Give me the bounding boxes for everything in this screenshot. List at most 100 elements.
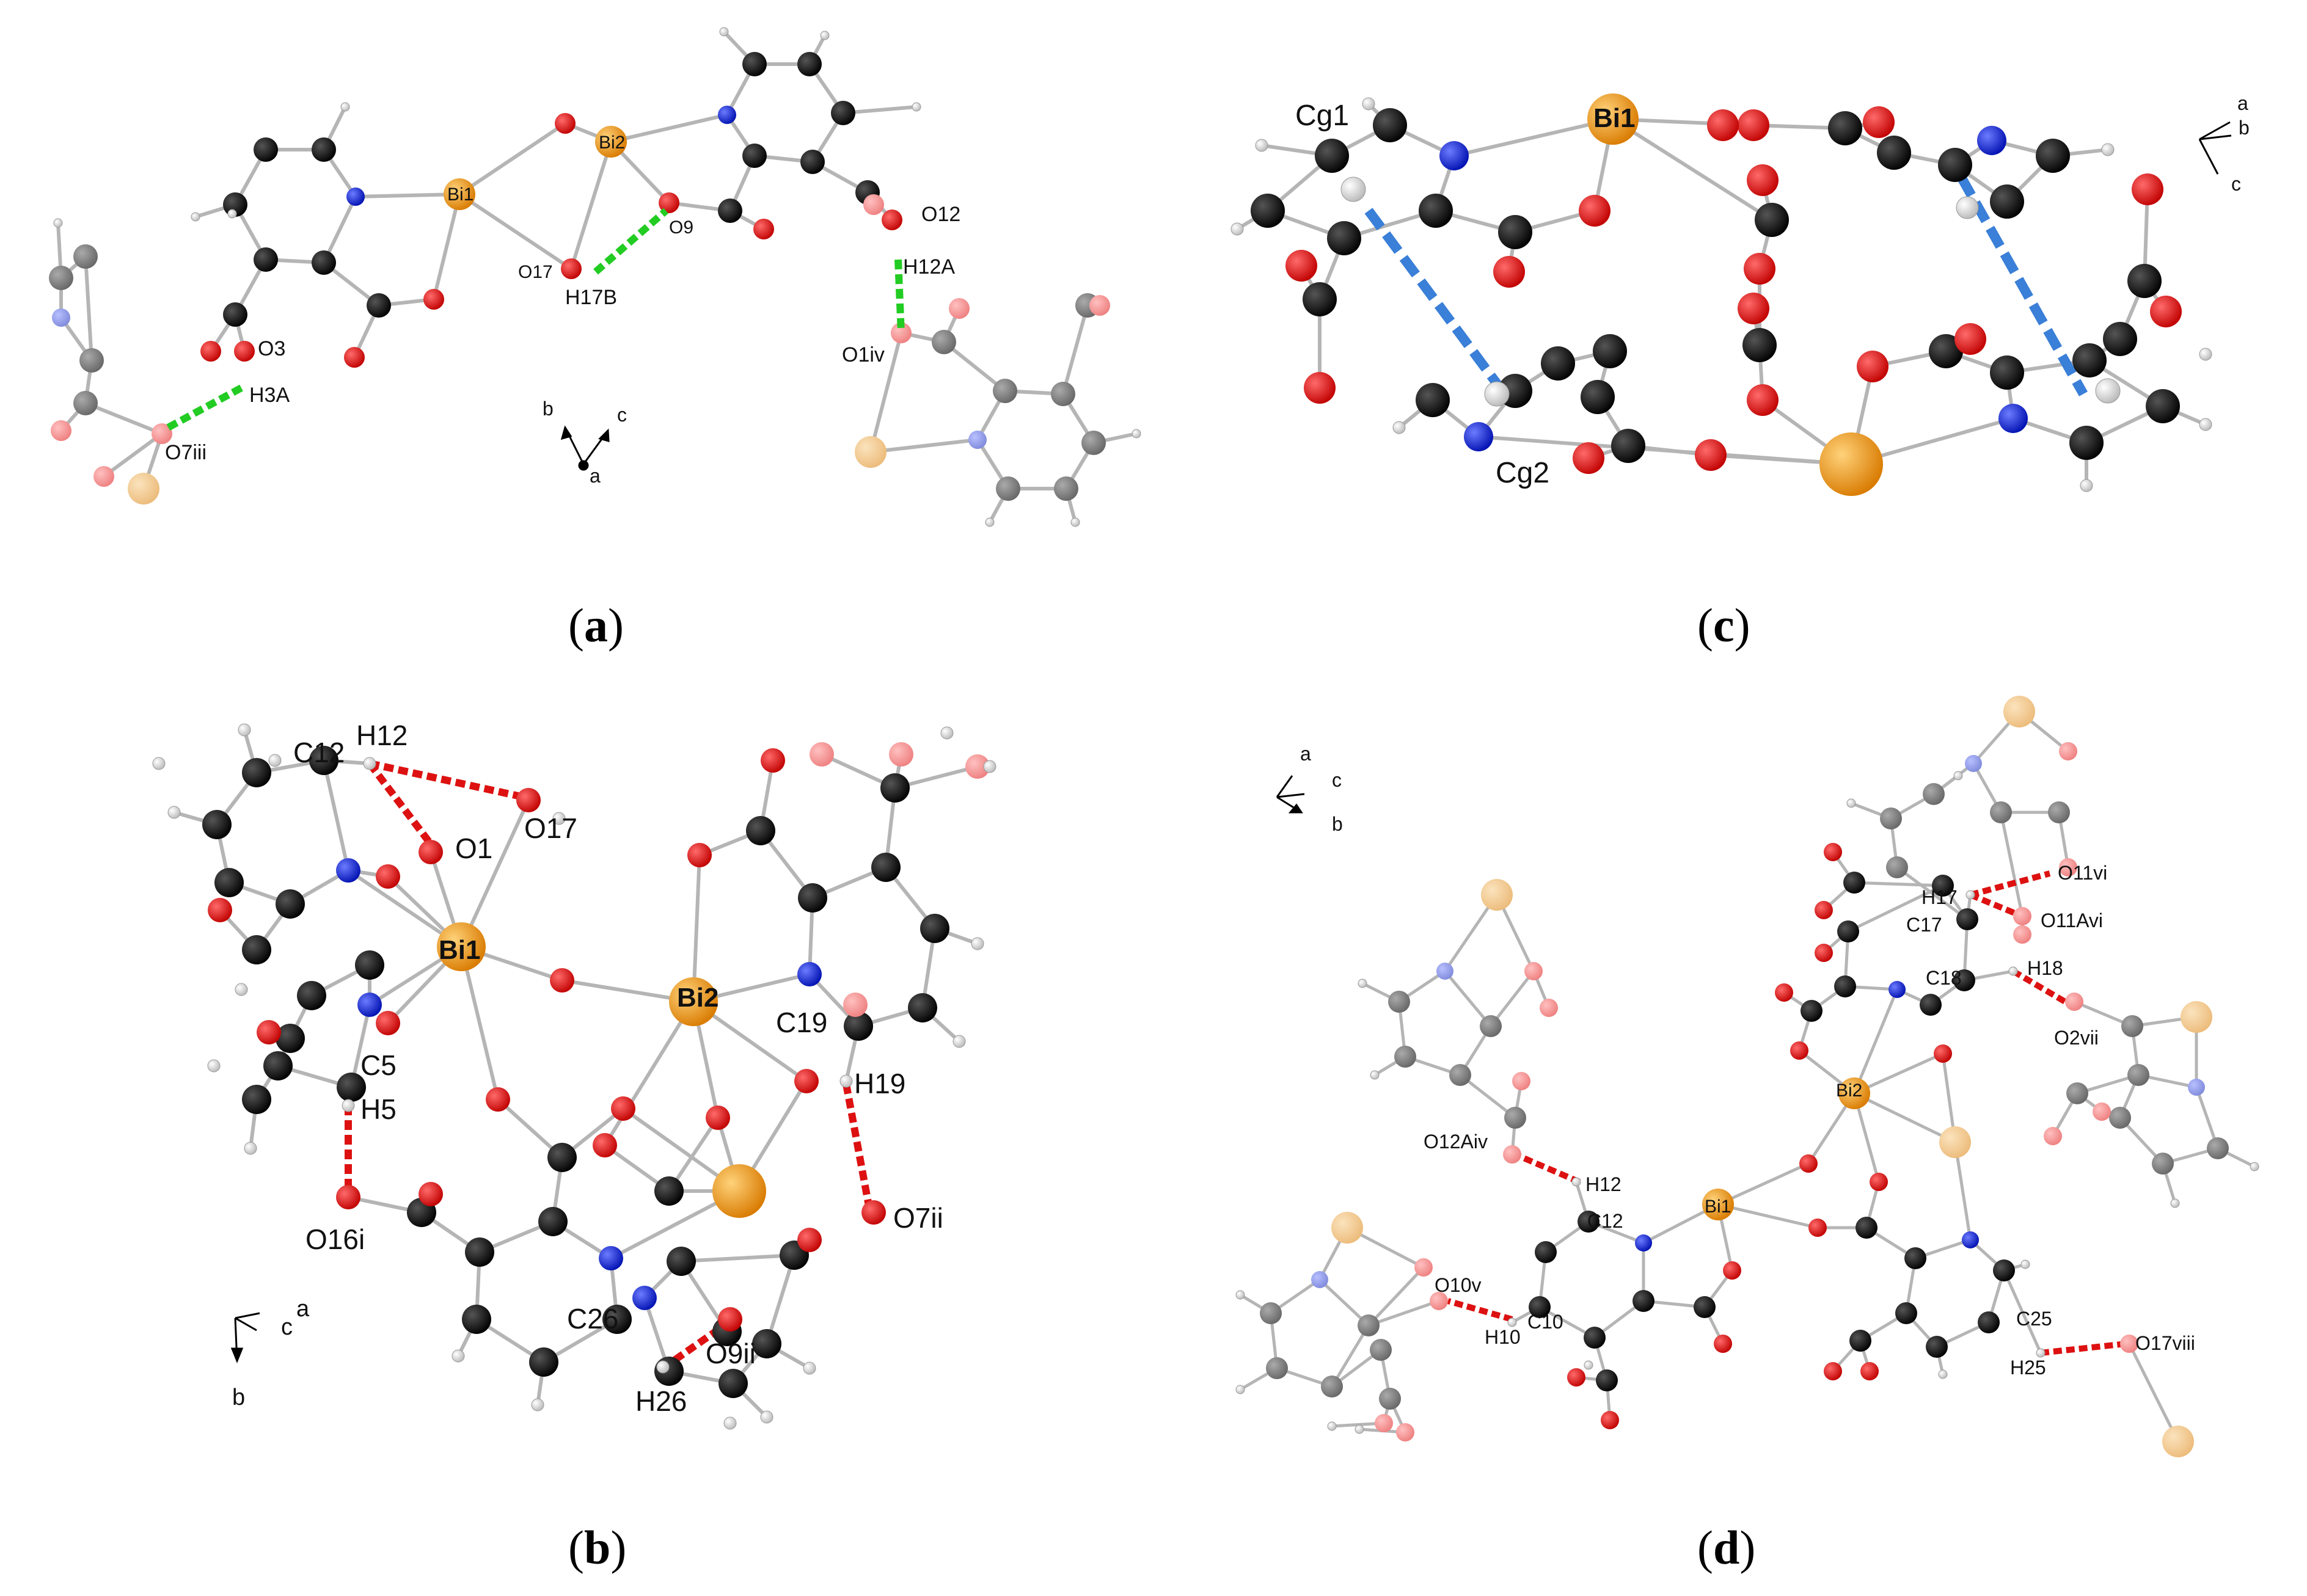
bismuth-atom: [669, 977, 718, 1026]
bond: [459, 945, 500, 1101]
oxygen-atom-symmetry: [1503, 1145, 1521, 1164]
hydrogen-atom: [531, 1398, 544, 1412]
panel-a-hbonds: [166, 208, 905, 431]
hydrogen-atom: [760, 1410, 773, 1424]
oxygen-atom: [882, 210, 902, 230]
carbon-atom: [547, 1143, 577, 1172]
label-o2vii: O2vii: [2054, 1027, 2099, 1049]
carbon-atom: [798, 883, 827, 913]
label-h26: H26: [635, 1385, 687, 1417]
hydrogen-atom: [268, 754, 282, 767]
bismuth-atom: [1702, 1189, 1734, 1220]
nitrogen-atom: [599, 1246, 623, 1270]
carbon-atom-symmetry: [1504, 1107, 1526, 1129]
oxygen-atom: [1304, 372, 1336, 404]
oxygen-atom: [555, 113, 576, 134]
hydrogen-atom: [1956, 196, 1979, 219]
axis-label-b: b: [1332, 813, 1343, 835]
carbon-atom: [831, 101, 855, 125]
hydrogen-atom: [2101, 143, 2115, 156]
bond: [679, 1253, 796, 1263]
carbon-atom: [718, 199, 742, 223]
bond: [1443, 969, 1493, 1028]
label-o9: O9: [669, 217, 693, 238]
oxygen-atom-symmetry: [1540, 999, 1558, 1017]
nitrogen-atom: [1977, 126, 2006, 155]
oxygen-atom: [1601, 1411, 1619, 1429]
carbon-atom: [1596, 1369, 1618, 1391]
hydrogen-atom: [238, 723, 251, 737]
oxygen-atom: [1863, 106, 1895, 138]
carbon-atom: [1581, 380, 1615, 414]
carbon-atom: [2072, 343, 2107, 377]
bond: [1452, 117, 1615, 158]
hbond-h18-o2vii: [2011, 968, 2067, 1005]
hydrogen-atom: [2199, 418, 2212, 431]
bond: [1716, 1162, 1810, 1206]
bismuth-atom: [1587, 93, 1639, 145]
carbon-atom: [1611, 429, 1645, 463]
bismuth-atom: [444, 178, 475, 210]
oxygen-atom-symmetry: [965, 754, 990, 779]
oxygen-atom: [2150, 296, 2182, 327]
oxygen-atom-symmetry: [152, 423, 172, 444]
label-h3a: H3A: [249, 384, 290, 407]
hydrogen-atom: [1370, 1070, 1380, 1080]
oxygen-atom: [1775, 983, 1793, 1002]
hydrogen-atom: [152, 757, 166, 770]
carbon-atom-symmetry: [2048, 801, 2070, 823]
carbon-atom: [800, 150, 825, 174]
carbon-atom: [2103, 322, 2137, 356]
hydrogen-atom: [1235, 1385, 1245, 1394]
nitrogen-atom: [1962, 1231, 1979, 1248]
carbon-atom: [1990, 355, 2024, 390]
carbon-atom-symmetry: [993, 379, 1017, 403]
label-b-bi1: Bi1: [439, 935, 480, 965]
carbon-atom: [242, 935, 271, 964]
panel-d: O11vi H17 O11Avi C17 C18 H18 O2vii Bi2 O…: [1235, 696, 2259, 1574]
hydrogen-atom: [244, 1142, 257, 1155]
label-c10: C10: [1527, 1311, 1563, 1333]
carbon-atom-symmetry: [2109, 1107, 2131, 1129]
oxygen-atom: [1714, 1335, 1732, 1353]
carbon-atom: [880, 773, 910, 803]
carbon-atom-symmetry: [996, 476, 1020, 501]
panel-c-pi-interactions: [1364, 175, 2088, 403]
oxygen-atom-symmetry: [2013, 907, 2031, 925]
carbon-atom: [844, 1011, 873, 1041]
label-o17viii: O17viii: [2135, 1332, 2195, 1354]
carbon-atom: [1251, 194, 1285, 228]
bond: [102, 432, 164, 478]
oxygen-atom: [1790, 1041, 1808, 1060]
label-h19: H19: [854, 1068, 905, 1099]
hydrogen-atom: [363, 757, 376, 770]
nitrogen-atom: [718, 106, 736, 124]
label-c26: C26: [567, 1303, 618, 1335]
label-o1iv: O1iv: [842, 343, 885, 366]
bismuth-atom-symmetry: [2003, 696, 2035, 727]
carbon-atom: [602, 1305, 632, 1334]
label-o7iii: O7iii: [165, 441, 207, 464]
hydrogen-atom: [53, 218, 63, 228]
bond: [667, 1116, 720, 1193]
oxygen-atom: [718, 1307, 742, 1332]
carbon-atom: [1828, 111, 1862, 145]
nitrogen-atom: [632, 1286, 657, 1310]
axis-label-c: c: [1332, 769, 1342, 791]
carbon-atom: [667, 1247, 696, 1276]
bismuth-atom-symmetry: [1331, 1212, 1363, 1244]
carbon-atom-symmetry: [1358, 1314, 1380, 1336]
axis-indicator-a: b c a: [543, 398, 627, 487]
oxygen-atom-symmetry: [1512, 1072, 1530, 1090]
oxygen-atom-symmetry: [93, 466, 114, 487]
axis-indicator-b: a c b: [230, 1296, 310, 1410]
hbond-h10-o10v: [1447, 1298, 1513, 1322]
carbon-atom: [1755, 203, 1789, 237]
oxygen-atom: [344, 347, 365, 368]
hbond-h12a-o1iv: [894, 259, 905, 333]
oxygen-atom-symmetry: [843, 993, 868, 1017]
oxygen-atom-symmetry: [2093, 1102, 2111, 1121]
oxygen-atom-symmetry: [1414, 1258, 1433, 1277]
carbon-atom: [242, 1085, 271, 1114]
